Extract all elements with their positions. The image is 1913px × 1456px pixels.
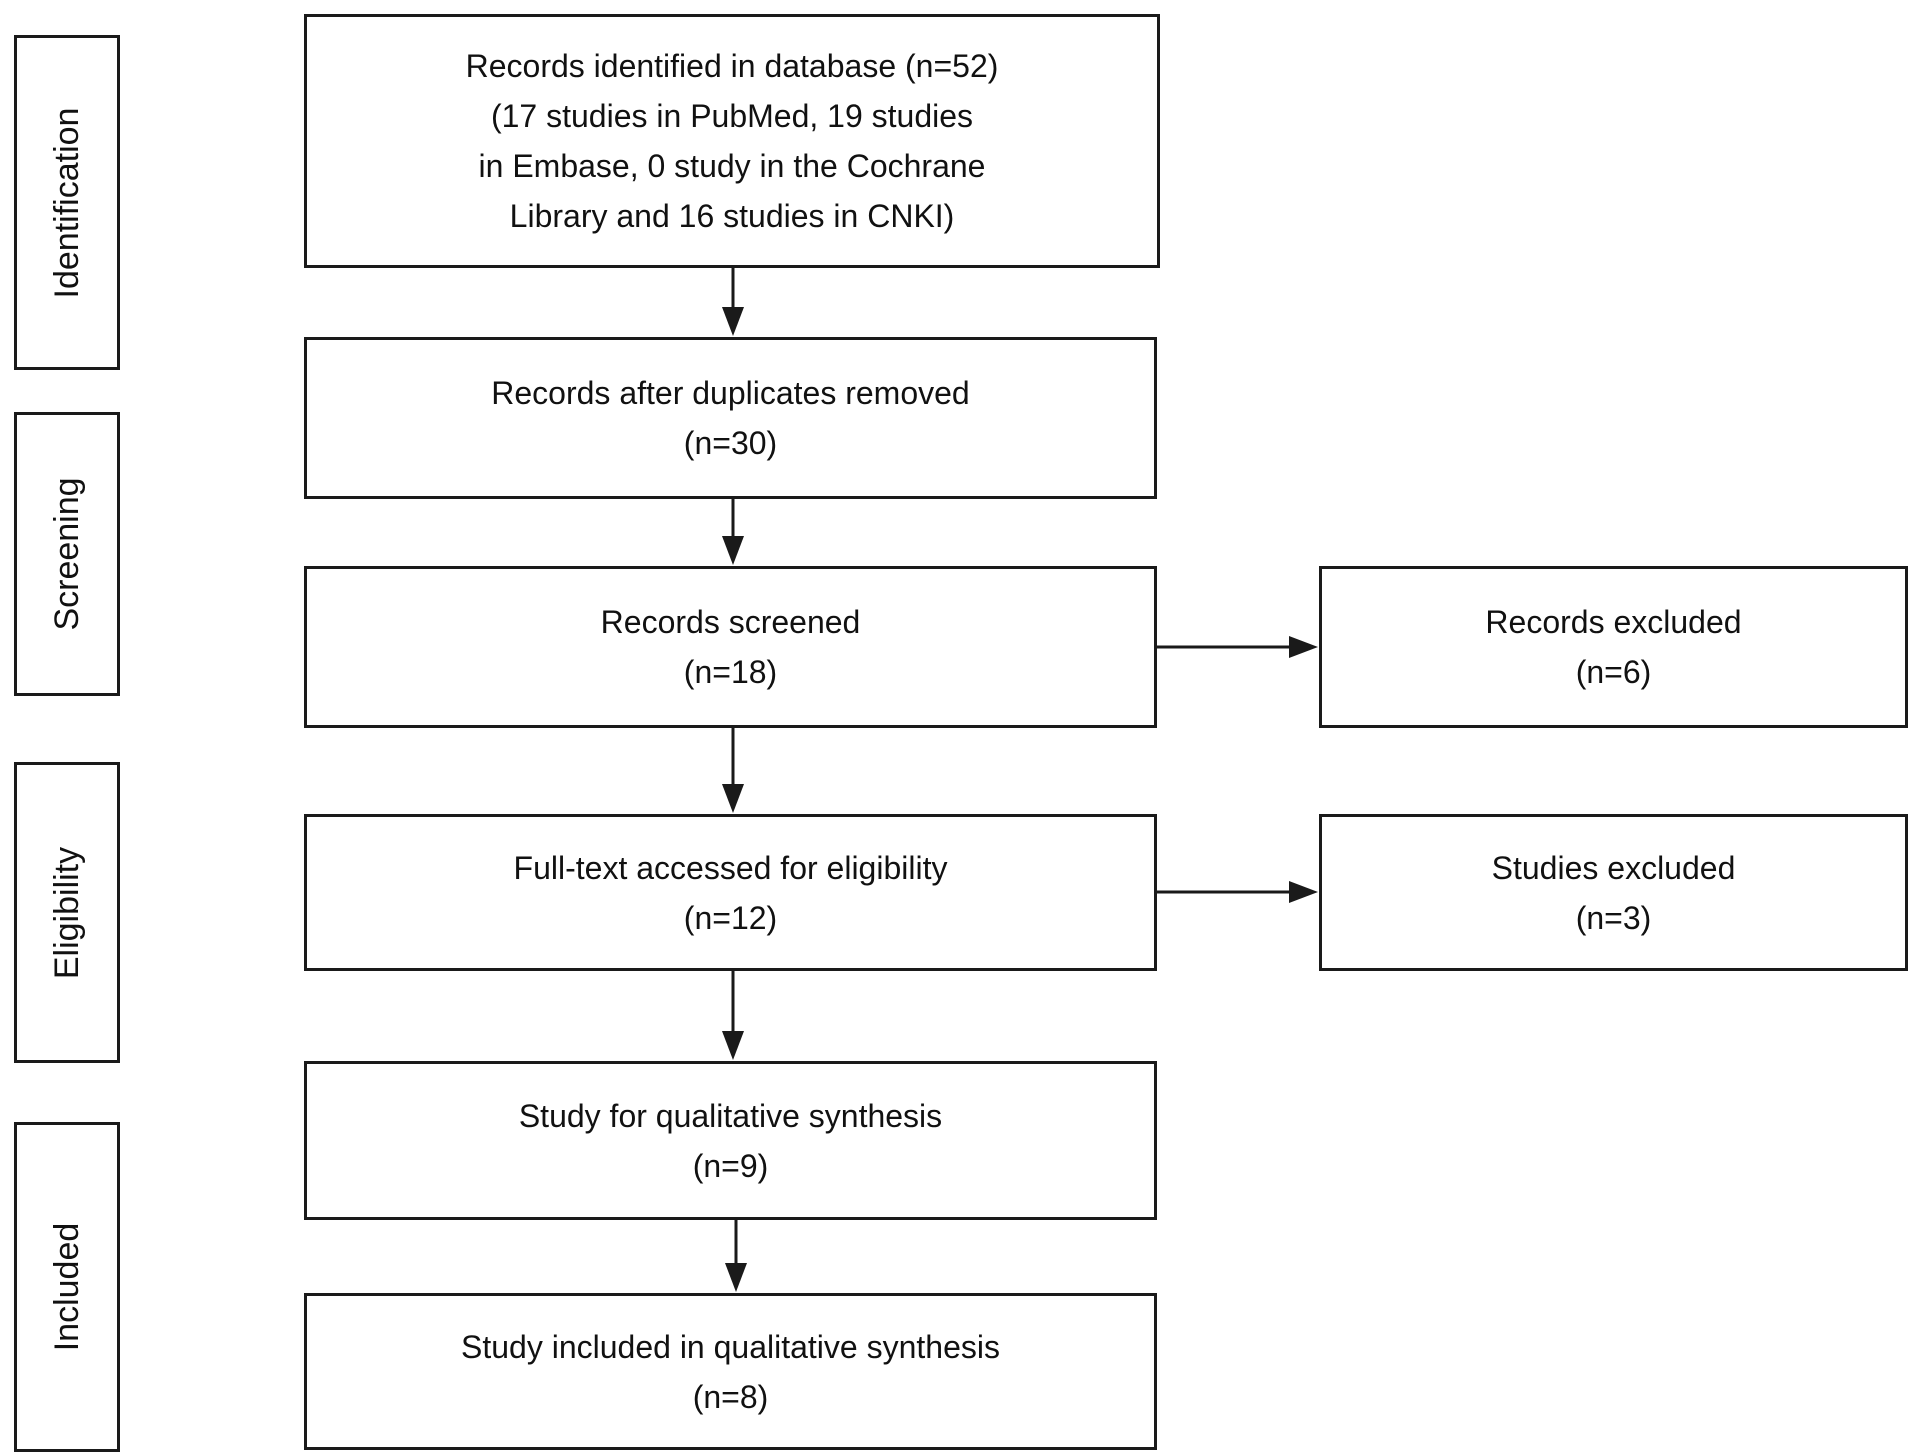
arrow-fulltext-to-studies-excluded [1157,881,1318,903]
stage-eligibility: Eligibility [14,762,120,1063]
duplicates-removed-count: (n=30) [683,425,778,461]
records-screened-box: Records screened (n=18) [304,566,1157,728]
studies-excluded-count: (n=3) [1575,899,1652,936]
stage-identification: Identification [14,35,120,370]
qualitative-synthesis-box: Study for qualitative synthesis (n=9) [304,1061,1157,1220]
records-identified-box: Records identified in database (n=52) (1… [304,14,1160,268]
stage-screening: Screening [14,412,120,696]
records-identified-line-4: Library and 16 studies in CNKI) [509,198,955,234]
included-synthesis-box: Study included in qualitative synthesis … [304,1293,1157,1450]
arrow-qualitative-to-included [725,1220,747,1292]
records-screened-count: (n=18) [683,654,778,690]
duplicates-removed-title: Records after duplicates removed [491,375,970,411]
records-identified-line-3: in Embase, 0 study in the Cochrane [478,148,986,184]
stage-identification-label: Identification [48,107,86,298]
qualitative-synthesis-title: Study for qualitative synthesis [518,1097,943,1134]
included-synthesis-count: (n=8) [692,1378,769,1415]
arrow-identified-to-duplicates [722,268,744,336]
records-screened-title: Records screened [600,604,861,640]
full-text-box: Full-text accessed for eligibility (n=12… [304,814,1157,971]
full-text-title: Full-text accessed for eligibility [513,849,948,886]
stage-eligibility-label: Eligibility [48,846,86,979]
arrow-screened-to-fulltext [722,728,744,813]
records-excluded-count: (n=6) [1575,654,1652,690]
qualitative-synthesis-count: (n=9) [692,1147,769,1184]
included-synthesis-title: Study included in qualitative synthesis [461,1328,1000,1365]
arrow-fulltext-to-qualitative [722,971,744,1060]
records-identified-line-1: Records identified in database (n=52) [465,48,999,84]
stage-included-label: Included [48,1222,86,1352]
stage-screening-label: Screening [48,477,86,631]
duplicates-removed-box: Records after duplicates removed (n=30) [304,337,1157,499]
arrow-duplicates-to-screened [722,499,744,565]
records-excluded-box: Records excluded (n=6) [1319,566,1908,728]
studies-excluded-title: Studies excluded [1491,849,1736,886]
full-text-count: (n=12) [683,899,778,936]
stage-included: Included [14,1122,120,1452]
records-identified-line-2: (17 studies in PubMed, 19 studies [490,98,974,134]
arrow-screened-to-records-excluded [1157,636,1318,658]
records-excluded-title: Records excluded [1485,604,1742,640]
studies-excluded-box: Studies excluded (n=3) [1319,814,1908,971]
